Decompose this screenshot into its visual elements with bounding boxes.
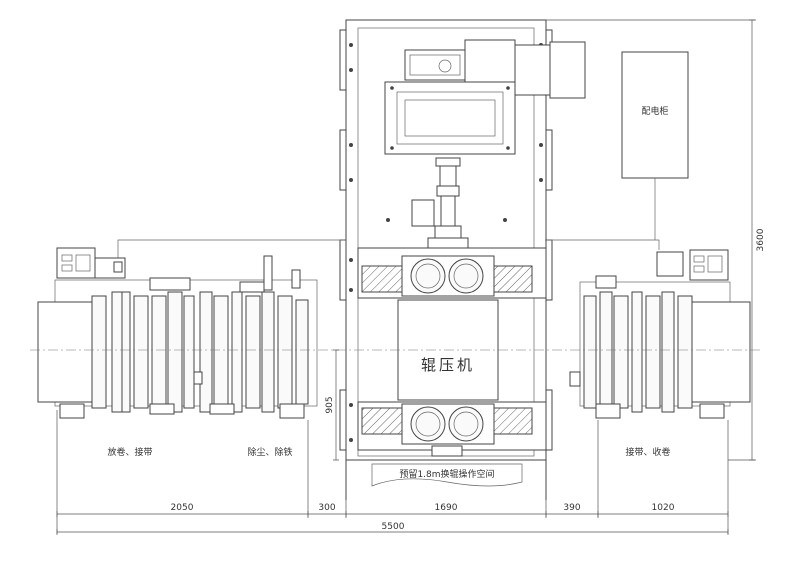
left-unwind-unit: 放卷、接带 除尘、除铁 (37, 247, 318, 458)
left-clean-label: 除尘、除铁 (247, 446, 292, 458)
upper-roll-housing (357, 247, 547, 299)
dim-300: 300 (318, 503, 335, 513)
cabinet-label: 配电柜 (641, 105, 668, 117)
electrical-cabinet: 配电柜 (545, 51, 689, 250)
dim-1020: 1020 (652, 503, 675, 513)
dim-5500: 5500 (382, 522, 405, 532)
dim-905: 905 (325, 396, 335, 413)
dim-2050: 2050 (171, 503, 194, 513)
right-rewind-unit: 接带、收卷 (569, 249, 751, 458)
reserve-space: 预留1.8m换辊操作空间 (345, 460, 547, 500)
drive-motor (384, 39, 586, 155)
lower-roll-housing (357, 401, 547, 457)
reserve-label: 预留1.8m换辊操作空间 (399, 468, 494, 480)
right-unit-label: 接带、收卷 (625, 446, 670, 458)
drive-shaft (411, 157, 469, 249)
left-unwind-label: 放卷、接带 (107, 446, 152, 458)
cable-left (117, 239, 346, 258)
dim-1690: 1690 (435, 503, 458, 513)
dimension-lines: 2050 300 1690 390 1020 5500 3600 905 (56, 19, 766, 535)
press-label: 辊压机 (421, 356, 475, 374)
dim-390: 390 (563, 503, 580, 513)
dim-3600: 3600 (756, 228, 766, 251)
